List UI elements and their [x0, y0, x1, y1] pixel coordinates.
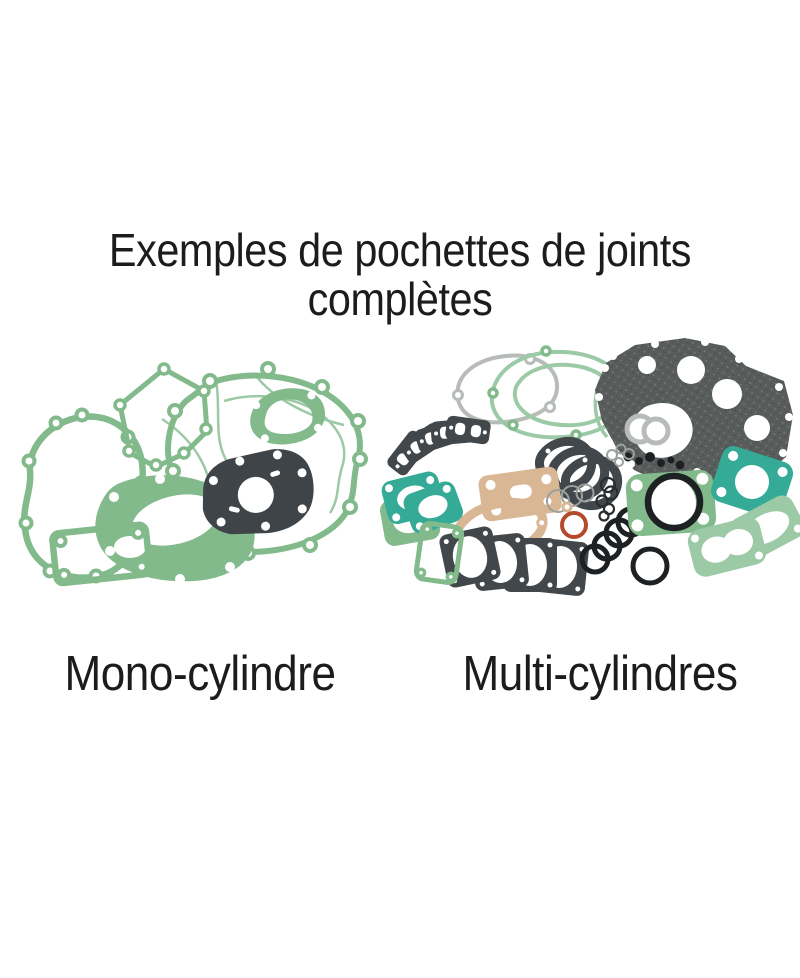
green-exhaust-gaskets — [687, 495, 800, 577]
top-cover-gasket — [113, 362, 213, 472]
cylinder-base-gasket — [250, 388, 326, 445]
crush-washers — [624, 413, 671, 446]
multi-cylinder-caption: Multi-cylindres — [462, 647, 738, 701]
small-o-rings — [546, 443, 635, 522]
gray-gasket-outline — [452, 353, 559, 425]
page-title-line-2: complètes — [307, 273, 493, 325]
multi-cylinder-kit-photo — [380, 338, 800, 596]
small-seals — [623, 452, 685, 470]
head-gasket-with-o-ring — [625, 469, 717, 537]
reed-valve-gaskets — [387, 415, 491, 476]
page-title-line-1: Exemples de pochettes de joints — [108, 224, 692, 276]
green-frame-gasket — [413, 521, 465, 585]
mono-cylinder-caption: Mono-cylindre — [64, 647, 336, 701]
cylinder-head-gasket — [202, 449, 314, 535]
mono-cylinder-kit-photo — [18, 361, 368, 587]
page-title: Exemples de pochettes de joints complète… — [40, 226, 760, 324]
crankcase-cover-gasket — [165, 361, 368, 561]
red-o-ring — [560, 511, 588, 539]
rectangular-frame-gasket — [49, 521, 154, 587]
